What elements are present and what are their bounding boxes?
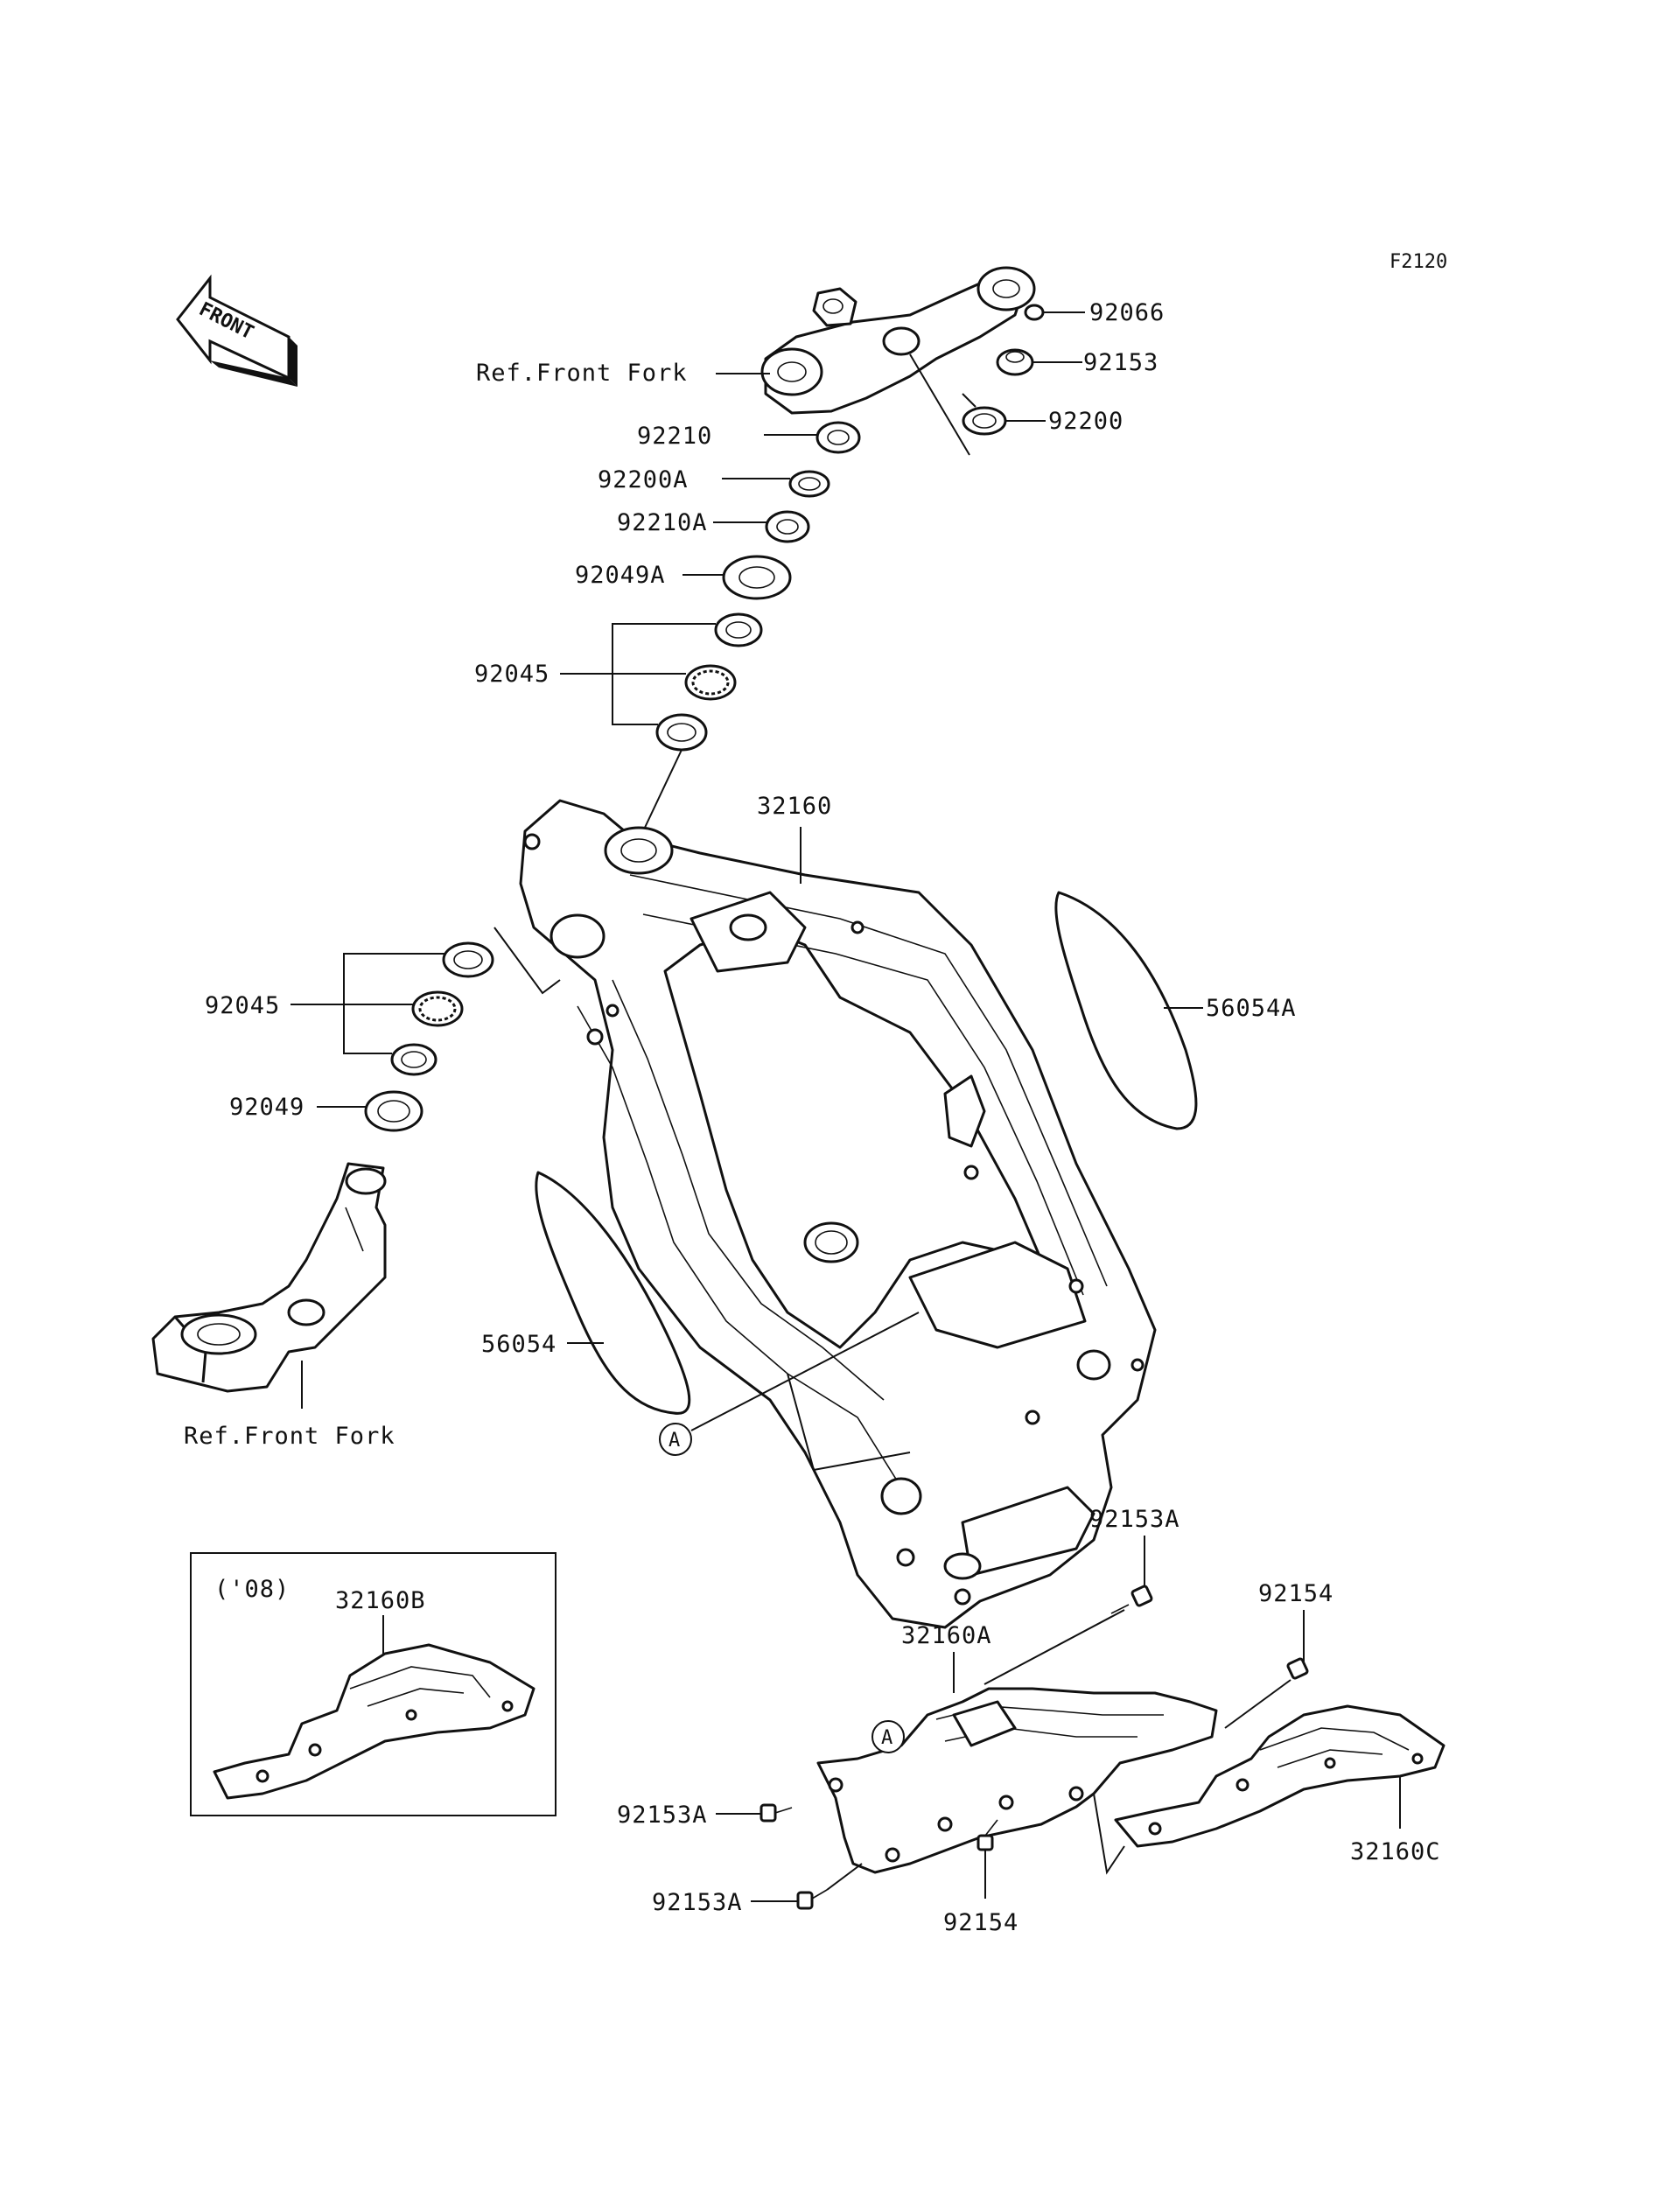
ref-front-fork-bottom-label: Ref.Front Fork	[184, 1423, 396, 1450]
seal-92049A	[722, 555, 792, 600]
bearing-set-92045-top	[655, 612, 763, 752]
label-56054: 56054	[481, 1331, 556, 1358]
inset-label: ('08)	[214, 1576, 290, 1603]
callout-a-frame: A	[659, 1423, 692, 1456]
label-92049A: 92049A	[575, 562, 666, 589]
washer-92200	[962, 406, 1007, 436]
label-92200: 92200	[1048, 408, 1124, 435]
label-92153A-top: 92153A	[1089, 1506, 1180, 1533]
bolt-92154-top	[1286, 1657, 1309, 1680]
svg-text:A: A	[668, 1430, 680, 1452]
callout-a-bracket: A	[872, 1720, 905, 1753]
label-32160: 32160	[757, 793, 832, 820]
label-92210: 92210	[637, 423, 712, 450]
inset-box	[190, 1552, 556, 1816]
under-bracket-32160C	[1114, 1704, 1446, 1848]
label-32160B: 32160B	[335, 1587, 426, 1614]
cap-nut-92066	[1024, 304, 1045, 321]
leader-line	[909, 353, 970, 456]
diagram-code: F2120	[1390, 251, 1447, 273]
label-92200A: 92200A	[598, 466, 689, 493]
label-92049: 92049	[229, 1094, 304, 1121]
upper-fork-bracket	[760, 266, 1036, 415]
label-92153A-left: 92153A	[617, 1802, 708, 1829]
label-56054A: 56054A	[1206, 995, 1297, 1022]
nut-92210	[816, 421, 861, 454]
label-92210A: 92210A	[617, 509, 708, 536]
ref-front-fork-top-label: Ref.Front Fork	[476, 360, 688, 387]
bearing-set-92045-bottom	[390, 941, 494, 1076]
label-32160A: 32160A	[901, 1622, 992, 1649]
label-92153A-bottom: 92153A	[652, 1889, 743, 1916]
label-92045-top: 92045	[474, 661, 550, 688]
nut-92210A	[765, 510, 810, 543]
label-92045-bottom: 92045	[205, 992, 280, 1019]
front-arrow-icon: FRONT	[176, 274, 298, 387]
label-92154-top: 92154	[1258, 1580, 1334, 1607]
bolt-92153A-left	[760, 1803, 793, 1823]
nut-92153	[996, 348, 1034, 376]
cover-56054	[535, 1171, 691, 1415]
svg-text:A: A	[881, 1727, 892, 1749]
seal-92049	[364, 1090, 424, 1132]
lower-fork-bracket	[151, 1162, 387, 1393]
label-92154-bottom: 92154	[943, 1909, 1018, 1936]
under-bracket-32160B	[213, 1643, 536, 1800]
washer-92200A	[788, 470, 830, 498]
label-32160C: 32160C	[1350, 1838, 1441, 1865]
cover-56054A	[1054, 891, 1198, 1130]
under-bracket-32160A	[816, 1687, 1218, 1874]
label-92153: 92153	[1083, 349, 1158, 376]
label-92066: 92066	[1089, 299, 1165, 326]
bolt-92153A-bottom	[796, 1889, 828, 1910]
bolt-92153A-top	[1110, 1585, 1153, 1614]
main-frame-32160	[519, 799, 1157, 1629]
